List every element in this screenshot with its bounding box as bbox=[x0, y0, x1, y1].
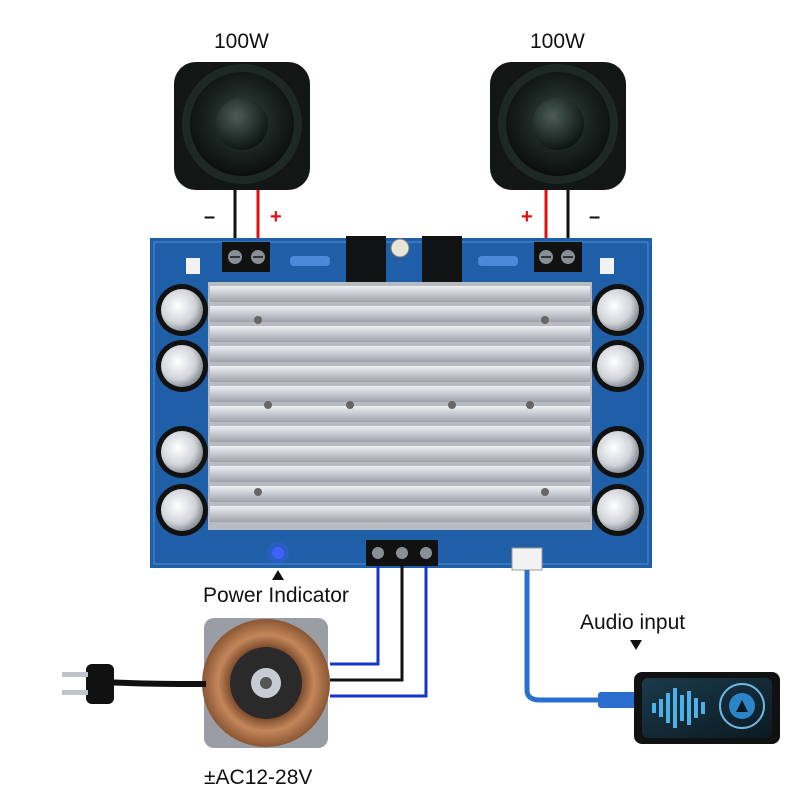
speaker-right-power-label: 100W bbox=[530, 30, 585, 53]
relay bbox=[346, 236, 386, 284]
speaker-terminal-left bbox=[222, 242, 270, 272]
power-led bbox=[272, 547, 284, 559]
heatsink-fin bbox=[210, 406, 590, 422]
heatsink-fin bbox=[210, 466, 590, 482]
equalizer-bar bbox=[694, 698, 698, 718]
heatsink-fin bbox=[210, 366, 590, 382]
heatsink-fin bbox=[210, 506, 590, 522]
power-plug-icon bbox=[86, 664, 114, 704]
heatsink-fin bbox=[210, 386, 590, 402]
equalizer-bar bbox=[687, 691, 691, 725]
power-indicator-label: Power Indicator bbox=[203, 584, 349, 607]
capacitors bbox=[156, 284, 644, 536]
left-minus-label: – bbox=[204, 206, 216, 228]
equalizer-bar bbox=[652, 703, 656, 713]
audio-input-label: Audio input bbox=[580, 611, 686, 634]
ac-wires bbox=[330, 566, 428, 698]
right-plus-label: + bbox=[521, 206, 533, 228]
equalizer-bar bbox=[659, 699, 663, 717]
amplifier-board bbox=[150, 236, 652, 571]
arrow-up-icon bbox=[272, 570, 284, 580]
heatsink-fin bbox=[210, 446, 590, 462]
transformer-voltage-label: ±AC12-28V bbox=[204, 766, 313, 789]
speaker-left-power-label: 100W bbox=[214, 30, 269, 53]
speaker-right bbox=[490, 62, 626, 190]
equalizer-bar bbox=[666, 693, 670, 723]
heatsink-fin bbox=[210, 326, 590, 342]
equalizer-bar bbox=[680, 695, 684, 721]
media-player bbox=[634, 672, 780, 744]
heatsink-fin bbox=[210, 346, 590, 362]
arrow-down-icon bbox=[630, 640, 642, 650]
heatsink bbox=[208, 282, 592, 530]
heatsink-fin bbox=[210, 306, 590, 322]
speaker-left bbox=[174, 62, 310, 190]
ac-terminal-block bbox=[366, 540, 438, 566]
toroidal-transformer bbox=[202, 618, 330, 748]
speaker-terminal-right bbox=[534, 242, 582, 272]
equalizer-bar bbox=[701, 702, 705, 714]
heatsink-fin bbox=[210, 426, 590, 442]
heatsink-fin bbox=[210, 486, 590, 502]
right-minus-label: – bbox=[589, 206, 601, 228]
heatsink-fin bbox=[210, 286, 590, 302]
audio-cable bbox=[524, 570, 642, 708]
audio-input-connector bbox=[511, 547, 543, 571]
power-plug bbox=[62, 664, 207, 704]
equalizer-bar bbox=[673, 688, 677, 728]
left-plus-label: + bbox=[270, 206, 282, 228]
relay bbox=[422, 236, 462, 284]
